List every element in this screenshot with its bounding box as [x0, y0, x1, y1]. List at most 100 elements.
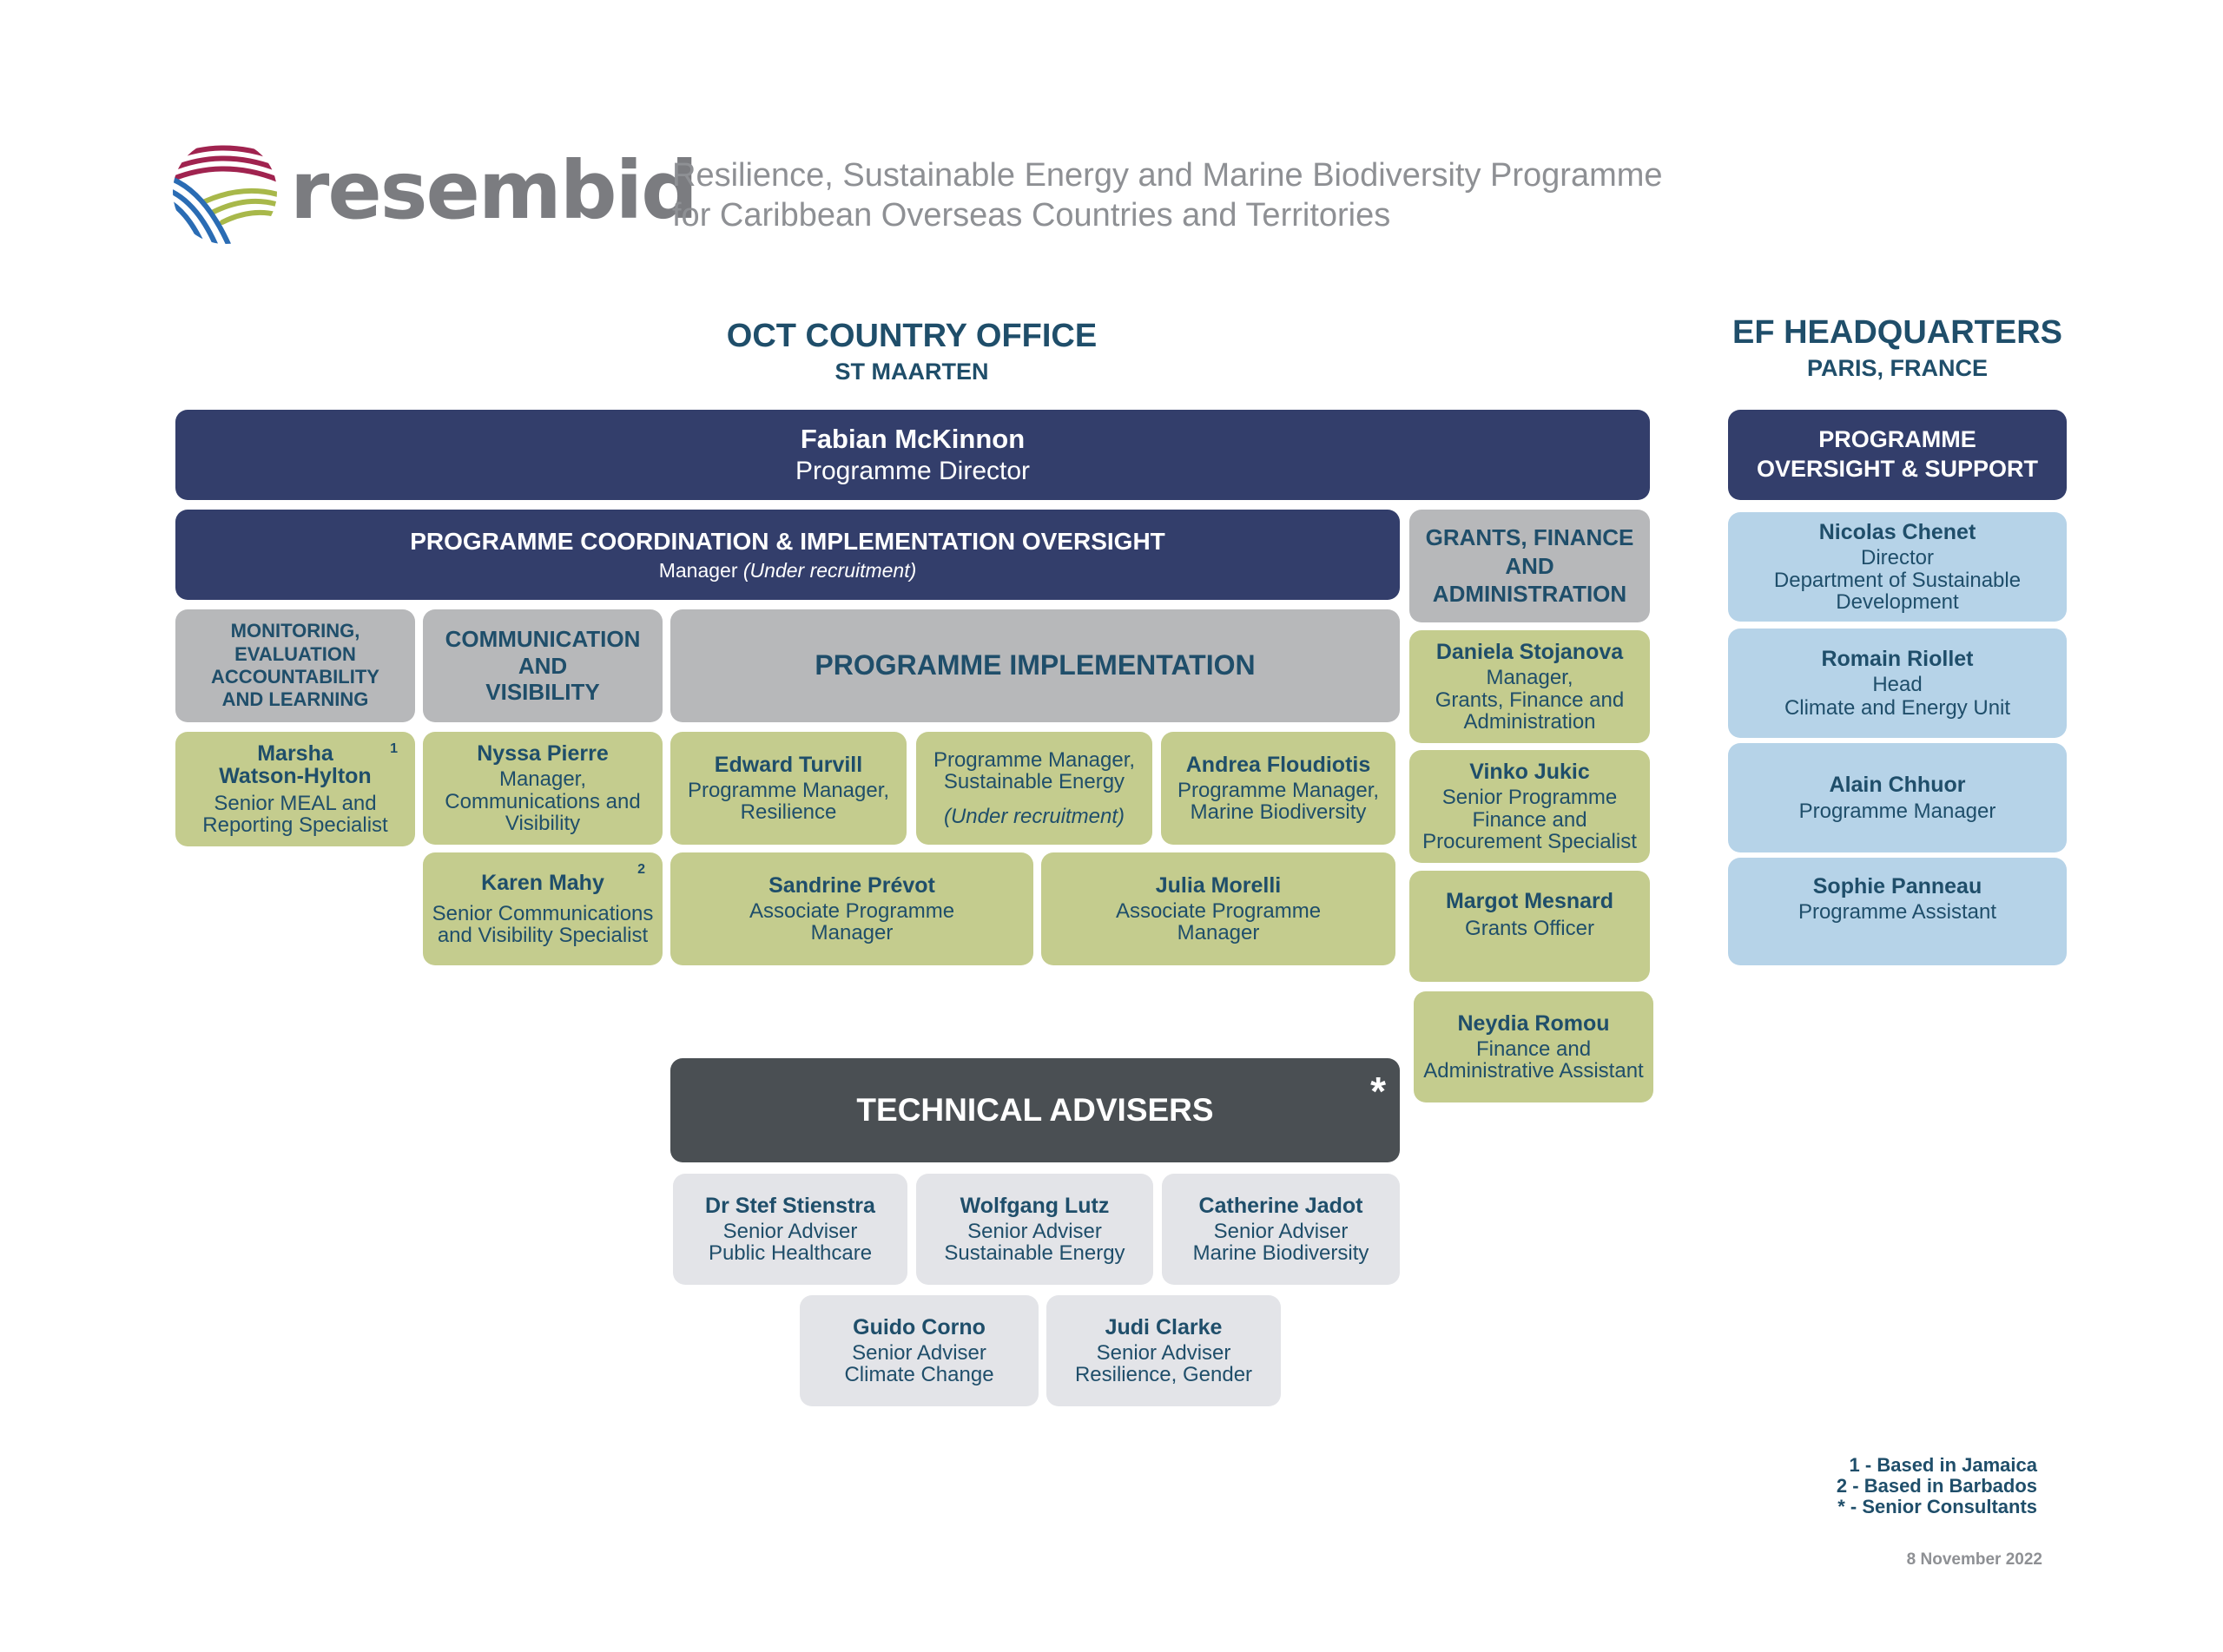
comm-header-line-3: VISIBILITY [485, 679, 600, 706]
person-name: Andrea Floudiotis [1185, 752, 1371, 777]
person-name: Nyssa Pierre [477, 741, 609, 767]
senior-consultant-asterisk-icon: * [1370, 1069, 1386, 1114]
person-role: Sustainable Energy [943, 770, 1125, 794]
meal-header: MONITORING, EVALUATION ACCOUNTABILITY AN… [175, 609, 415, 722]
hq-card-romain: Romain Riollet Head Climate and Energy U… [1728, 629, 2067, 738]
person-card-pm-energy: Programme Manager, Sustainable Energy (U… [916, 732, 1152, 845]
footnote-marker: 1 [390, 741, 398, 756]
person-card-andrea: Andrea Floudiotis Programme Manager, Mar… [1161, 732, 1395, 845]
person-role: Programme Manager [1798, 799, 1996, 823]
person-role: Visibility [505, 811, 581, 835]
person-role: Manager, [1486, 666, 1573, 690]
ef-section-title: EF HEADQUARTERS PARIS, FRANCE [1724, 314, 2071, 382]
logo-mark-icon [173, 145, 277, 244]
person-name: Edward Turvill [714, 752, 863, 777]
person-role: Programme Assistant [1798, 900, 1997, 925]
hq-card-nicolas: Nicolas Chenet Director Department of Su… [1728, 512, 2067, 622]
hq-card-alain: Alain Chhuor Programme Manager [1728, 743, 2067, 852]
person-role: Department of Sustainable [1773, 568, 2022, 592]
advisers-title: TECHNICAL ADVISERS [856, 1091, 1214, 1128]
coordination-role-note: (Under recruitment) [742, 558, 917, 582]
person-role: Senior Adviser [967, 1219, 1102, 1243]
grants-header-line-3: ADMINISTRATION [1432, 581, 1627, 608]
person-name: Karen Mahy [481, 870, 604, 895]
coordination-role: Manager (Under recruitment) [659, 560, 917, 581]
ef-subtitle: PARIS, FRANCE [1806, 355, 1988, 381]
person-role: Associate Programme [1115, 898, 1322, 923]
adviser-card-judi: Judi Clarke Senior Adviser Resilience, G… [1046, 1295, 1281, 1406]
person-role: Senior Adviser [1213, 1219, 1349, 1243]
oct-subtitle: ST MAARTEN [834, 359, 989, 385]
brand-tagline: Resilience, Sustainable Energy and Marin… [672, 155, 1714, 236]
communication-header: COMMUNICATION AND VISIBILITY [423, 609, 663, 722]
tagline-line-2: for Caribbean Overseas Countries and Ter… [672, 197, 1391, 234]
grants-finance-admin-header: GRANTS, FINANCE AND ADMINISTRATION [1409, 510, 1650, 622]
person-role: Programme Manager, [687, 778, 890, 802]
person-name: Judi Clarke [1105, 1314, 1223, 1339]
person-role: Senior Adviser [1096, 1340, 1231, 1365]
person-name: Sophie Panneau [1812, 874, 1982, 898]
person-role: Grants, Finance and [1435, 688, 1625, 712]
person-card-julia: Julia Morelli Associate Programme Manage… [1041, 852, 1395, 965]
person-role: Grants Officer [1465, 917, 1594, 941]
director-name: Fabian McKinnon [800, 423, 1026, 454]
person-role: Administrative Assistant [1423, 1059, 1644, 1083]
person-role: Resilience, Gender [1074, 1363, 1253, 1387]
person-name: Margot Mesnard [1445, 889, 1614, 913]
person-card-vinko: Vinko Jukic Senior Programme Finance and… [1409, 750, 1650, 863]
adviser-card-stef: Dr Stef Stienstra Senior Adviser Public … [673, 1174, 907, 1285]
person-role: Reporting Specialist [202, 813, 388, 838]
grants-header-line-2: AND [1505, 552, 1554, 579]
person-name: Nicolas Chenet [1818, 520, 1976, 545]
person-role: and Visibility Specialist [437, 924, 649, 948]
person-role: Senior Adviser [852, 1340, 986, 1365]
document-date: 8 November 2022 [1906, 1550, 2042, 1569]
legend-item: * - Senior Consultants [1837, 1496, 2037, 1518]
person-card-edward: Edward Turvill Programme Manager, Resili… [670, 732, 907, 845]
adviser-card-wolfgang: Wolfgang Lutz Senior Adviser Sustainable… [916, 1174, 1153, 1285]
footnote-marker: 2 [637, 862, 645, 877]
person-name: Wolfgang Lutz [960, 1193, 1110, 1218]
comm-header-line-2: AND [518, 652, 568, 679]
grants-header-line-1: GRANTS, FINANCE [1425, 524, 1634, 551]
oct-title: OCT COUNTRY OFFICE [726, 318, 1098, 354]
legend-item: 1 - Based in Jamaica [1849, 1454, 2037, 1476]
person-name: Vinko Jukic [1469, 760, 1590, 785]
recruitment-note: (Under recruitment) [943, 804, 1125, 828]
person-role: Senior MEAL and [214, 792, 377, 816]
programme-oversight-header: PROGRAMME OVERSIGHT & SUPPORT [1728, 410, 2067, 500]
person-role: Climate Change [844, 1363, 994, 1387]
logo [170, 137, 280, 247]
person-name: Watson-Hylton [219, 763, 372, 788]
person-role: Finance and [1472, 807, 1587, 832]
person-role: Climate and Energy Unit [1784, 696, 2011, 721]
hq-card-sophie: Sophie Panneau Programme Assistant [1728, 858, 2067, 965]
person-role: Manager, [498, 767, 587, 792]
person-role: Associate Programme [749, 898, 955, 923]
coordination-box: PROGRAMME COORDINATION & IMPLEMENTATION … [175, 510, 1400, 600]
person-name: Marsha [257, 740, 333, 766]
person-role: Development [1836, 589, 1959, 614]
oversight-header-line-1: PROGRAMME [1818, 426, 1976, 453]
person-role: Administration [1463, 709, 1596, 734]
person-name: Neydia Romou [1457, 1010, 1610, 1036]
person-card-sandrine: Sandrine Prévot Associate Programme Mana… [670, 852, 1033, 965]
person-name: Sandrine Prévot [768, 872, 935, 898]
person-role: Finance and [1475, 1037, 1592, 1061]
person-name: Julia Morelli [1155, 872, 1282, 898]
meal-header-line-2: EVALUATION [234, 642, 356, 665]
legend: 1 - Based in Jamaica 2 - Based in Barbad… [1650, 1454, 2037, 1518]
person-role: Marine Biodiversity [1192, 1241, 1369, 1266]
person-name: Alain Chhuor [1829, 773, 1966, 798]
person-role: Programme Manager, [933, 748, 1136, 773]
person-card-nyssa: Nyssa Pierre Manager, Communications and… [423, 732, 663, 845]
impl-header-title: PROGRAMME IMPLEMENTATION [815, 649, 1256, 681]
ef-title: EF HEADQUARTERS [1732, 314, 2063, 351]
logo-wordmark: resembid [290, 144, 698, 237]
director-role: Programme Director [795, 456, 1031, 485]
person-role: Senior Programme [1441, 786, 1618, 810]
person-role: Director [1860, 546, 1934, 570]
adviser-card-guido: Guido Corno Senior Adviser Climate Chang… [800, 1295, 1039, 1406]
person-role: Sustainable Energy [944, 1241, 1125, 1266]
coordination-role-prefix: Manager [658, 558, 738, 582]
